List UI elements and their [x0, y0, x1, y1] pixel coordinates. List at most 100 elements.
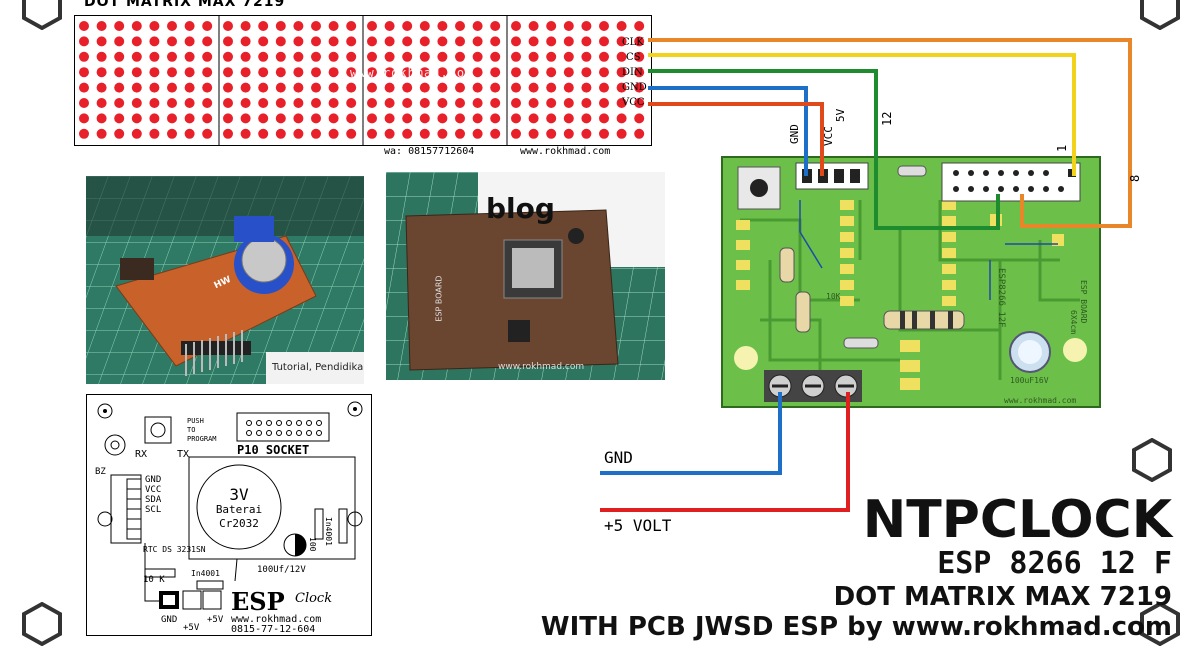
- pcb-resistor-10k: [795, 291, 811, 333]
- led-dot: [490, 67, 501, 78]
- led-dot: [258, 128, 269, 139]
- matrix-watermark: www.rokhmad.com: [350, 66, 474, 80]
- wire-power-5v: [600, 392, 850, 512]
- led-dot: [546, 113, 557, 124]
- led-dot: [599, 36, 609, 47]
- led-dot: [616, 51, 627, 62]
- led-dot: [96, 51, 107, 62]
- led-dot: [346, 82, 357, 93]
- led-dot: [419, 82, 430, 93]
- pcb-p10-socket: [941, 162, 1081, 202]
- led-dot: [202, 67, 213, 78]
- led-dot: [455, 113, 465, 124]
- led-dot: [275, 98, 286, 108]
- led-dot: [402, 82, 413, 93]
- photo-right-site: www.rokhmad.com: [498, 362, 585, 372]
- pin-label-gnd: GND: [622, 82, 647, 93]
- led-dot: [581, 98, 592, 108]
- led-dot: [223, 51, 233, 62]
- led-dot: [293, 21, 304, 31]
- led-dot: [437, 113, 448, 124]
- led-dot: [490, 51, 501, 62]
- led-dot: [511, 128, 521, 139]
- led-dot: [511, 51, 521, 62]
- led-dot: [437, 51, 448, 62]
- led-dot: [167, 113, 177, 124]
- led-dot: [528, 128, 539, 139]
- led-dot: [455, 82, 465, 93]
- led-dot: [240, 82, 251, 93]
- led-dot: [367, 67, 377, 78]
- board-label-5v: 5V: [834, 108, 847, 122]
- layout-in4001-b: In4001: [191, 569, 220, 578]
- led-dot: [528, 113, 539, 124]
- led-dot: [79, 113, 89, 124]
- led-dot: [563, 67, 574, 78]
- led-dot: [599, 51, 609, 62]
- silk-esp: ESP8266 12F: [996, 268, 1006, 328]
- led-dot: [616, 36, 627, 47]
- title-main: NTPCLOCK: [862, 490, 1172, 550]
- led-dot: [384, 36, 395, 47]
- led-dot: [490, 21, 501, 31]
- led-dot: [311, 51, 321, 62]
- led-dot: [581, 67, 592, 78]
- led-dot: [114, 98, 125, 108]
- led-dot: [634, 128, 645, 139]
- layout-battery-v: 3V: [229, 485, 249, 504]
- led-dot: [634, 67, 645, 78]
- led-dot: [184, 128, 195, 139]
- pcb-mount-hole-left: [734, 346, 758, 370]
- led-dot: [563, 51, 574, 62]
- power-5v-label: +5 VOLT: [604, 516, 672, 535]
- pin-label-vcc: VCC: [622, 97, 645, 108]
- pcb-push-button-cap: [750, 179, 768, 197]
- led-dot: [328, 21, 339, 31]
- led-dot: [367, 21, 377, 31]
- led-dot: [437, 21, 448, 31]
- led-dot: [149, 21, 160, 31]
- led-dot: [184, 51, 195, 62]
- title-sub2: DOT MATRIX MAX 7219: [833, 582, 1172, 612]
- board-label-gnd: GND: [788, 124, 801, 144]
- layout-r10k: 10 K: [143, 575, 165, 585]
- silk-board: ESP BOARD: [1079, 280, 1088, 324]
- led-dot: [563, 128, 574, 139]
- led-dot: [490, 98, 501, 108]
- led-dot: [202, 128, 213, 139]
- led-dot: [184, 21, 195, 31]
- led-dot: [79, 82, 89, 93]
- photo-right-brand-blog: blog: [486, 192, 555, 225]
- led-dot: [149, 82, 160, 93]
- led-dot: [599, 113, 609, 124]
- led-dot: [131, 128, 142, 139]
- wire-vcc: [648, 102, 824, 176]
- led-dot: [563, 21, 574, 31]
- led-dot: [616, 128, 627, 139]
- led-dot: [96, 98, 107, 108]
- led-dot: [131, 82, 142, 93]
- led-dot: [328, 82, 339, 93]
- led-dot: [258, 21, 269, 31]
- led-dot: [437, 82, 448, 93]
- power-gnd-label: GND: [604, 448, 633, 467]
- led-dot: [490, 128, 501, 139]
- led-dot: [455, 51, 465, 62]
- photo-right-drawing: [386, 172, 665, 380]
- led-dot: [275, 51, 286, 62]
- led-dot: [131, 98, 142, 108]
- led-dot: [149, 98, 160, 108]
- led-dot: [581, 21, 592, 31]
- led-dot: [511, 82, 521, 93]
- led-dot: [346, 113, 357, 124]
- led-dot: [293, 82, 304, 93]
- led-dot: [616, 21, 627, 31]
- led-dot: [455, 98, 465, 108]
- led-dot: [367, 98, 377, 108]
- led-dot: [511, 36, 521, 47]
- led-dot: [616, 82, 627, 93]
- layout-to: TO: [187, 426, 196, 434]
- led-dot: [384, 128, 395, 139]
- led-dot: [546, 67, 557, 78]
- led-dot: [455, 128, 465, 139]
